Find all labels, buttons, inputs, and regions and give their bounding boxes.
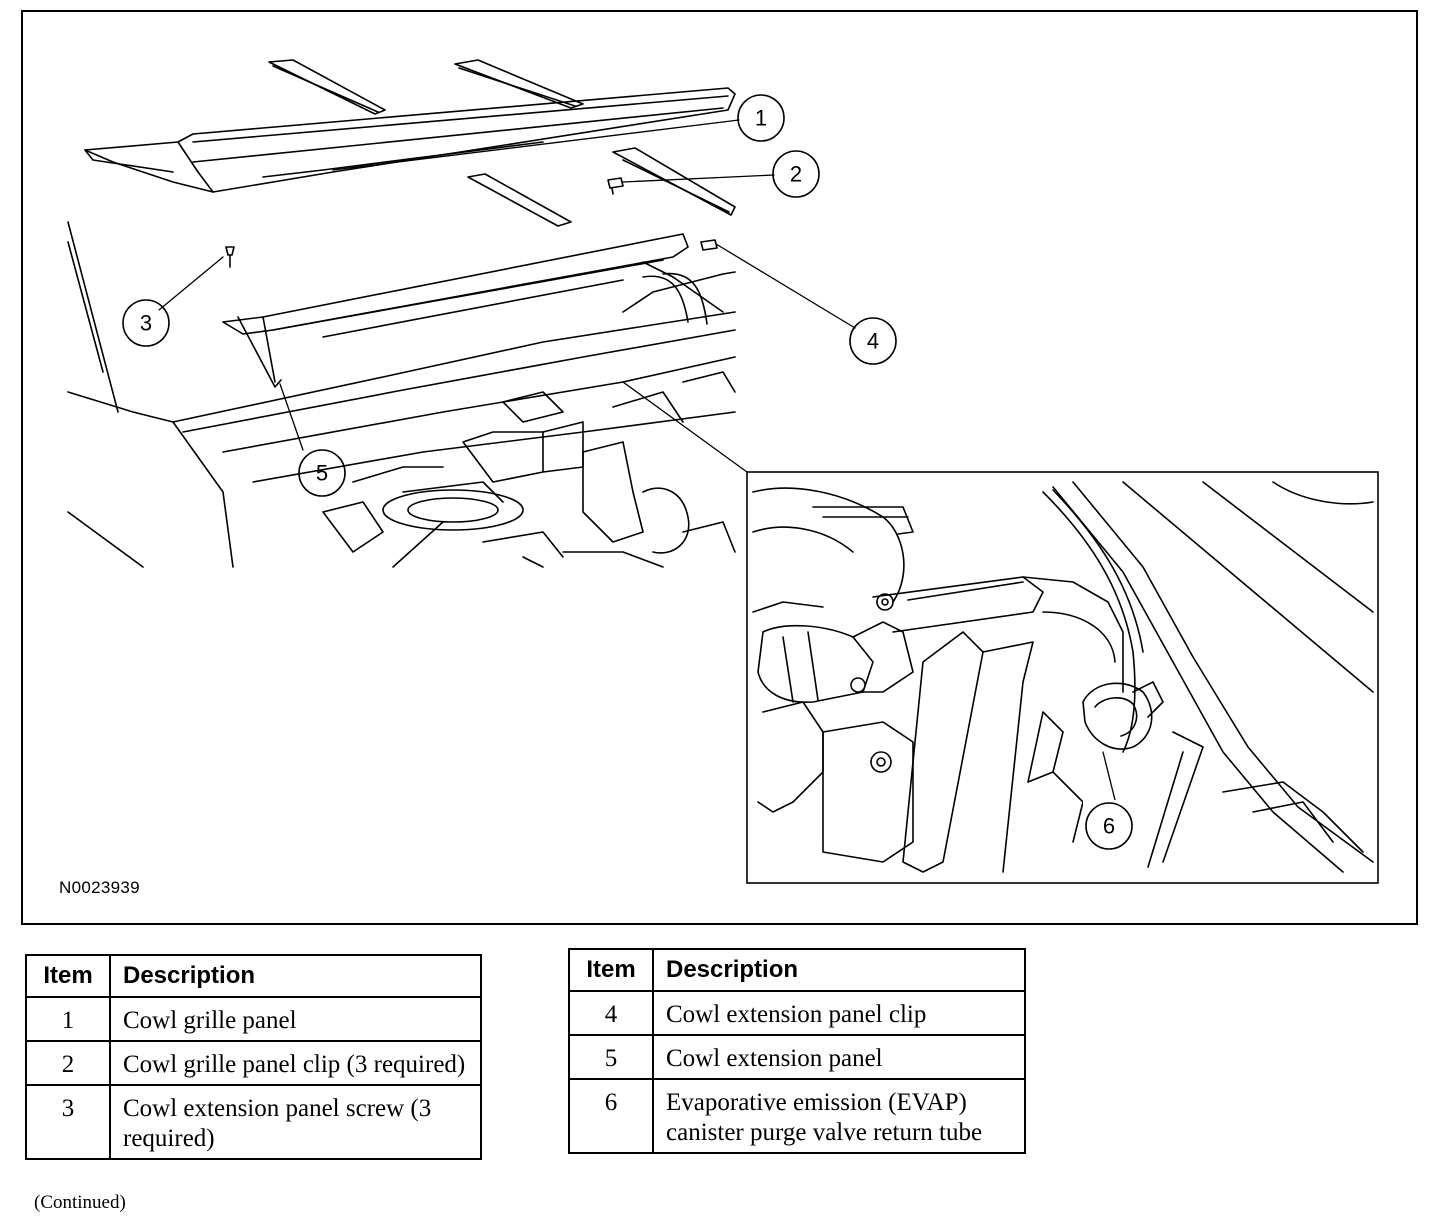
vehicle-body-lines bbox=[67, 221, 736, 568]
item-number: 4 bbox=[568, 990, 654, 1036]
legend-header-row: Item Description bbox=[25, 954, 482, 998]
engine-components bbox=[322, 272, 736, 568]
legend-row: 6 Evaporative emission (EVAP) canister p… bbox=[568, 1078, 1026, 1154]
legend-row: 1 Cowl grille panel bbox=[25, 996, 482, 1042]
callout-2: 2 bbox=[790, 162, 802, 187]
description-header: Description bbox=[652, 948, 1026, 992]
callout-3: 3 bbox=[140, 311, 152, 336]
legend-row: 3 Cowl extension panel screw (3 required… bbox=[25, 1084, 482, 1160]
leader-lines bbox=[158, 119, 856, 473]
legend-row: 5 Cowl extension panel bbox=[568, 1034, 1026, 1080]
callout-4: 4 bbox=[867, 329, 879, 354]
detail-inset bbox=[746, 471, 1379, 884]
extension-panel-clip bbox=[700, 239, 718, 251]
item-header: Item bbox=[25, 954, 111, 998]
continued-note: (Continued) bbox=[34, 1192, 126, 1213]
item-description: Cowl grille panel clip (3 required) bbox=[109, 1040, 482, 1086]
item-description: Cowl grille panel bbox=[109, 996, 482, 1042]
grille-panel-clip bbox=[607, 177, 624, 195]
cowl-extension-panel bbox=[222, 233, 724, 388]
legend-row: 4 Cowl extension panel clip bbox=[568, 990, 1026, 1036]
cowl-grille-panel bbox=[84, 87, 736, 193]
item-number: 2 bbox=[25, 1040, 111, 1086]
legend-table-right: Item Description 4 Cowl extension panel … bbox=[568, 948, 1026, 1154]
cowl-assembly-illustration: 1 2 3 4 5 6 bbox=[67, 59, 1379, 884]
item-number: 1 bbox=[25, 996, 111, 1042]
legend-row: 2 Cowl grille panel clip (3 required) bbox=[25, 1040, 482, 1086]
item-number: 5 bbox=[568, 1034, 654, 1080]
figure-id: N0023939 bbox=[59, 878, 140, 897]
item-number: 3 bbox=[25, 1084, 111, 1160]
wiper-arms bbox=[268, 59, 736, 227]
callout-6: 6 bbox=[1103, 814, 1115, 839]
diagram-frame: 1 2 3 4 5 6 N0023939 bbox=[21, 10, 1418, 925]
item-description: Cowl extension panel screw (3 required) bbox=[109, 1084, 482, 1160]
item-number: 6 bbox=[568, 1078, 654, 1154]
callout-5: 5 bbox=[316, 461, 328, 486]
extension-panel-screw bbox=[225, 246, 235, 268]
legend-table-left: Item Description 1 Cowl grille panel 2 C… bbox=[25, 954, 482, 1160]
description-header: Description bbox=[109, 954, 482, 998]
item-header: Item bbox=[568, 948, 654, 992]
item-description: Cowl extension panel bbox=[652, 1034, 1026, 1080]
legend-header-row: Item Description bbox=[568, 948, 1026, 992]
item-description: Cowl extension panel clip bbox=[652, 990, 1026, 1036]
item-description: Evaporative emission (EVAP) canister pur… bbox=[652, 1078, 1026, 1154]
callout-1: 1 bbox=[755, 106, 767, 131]
